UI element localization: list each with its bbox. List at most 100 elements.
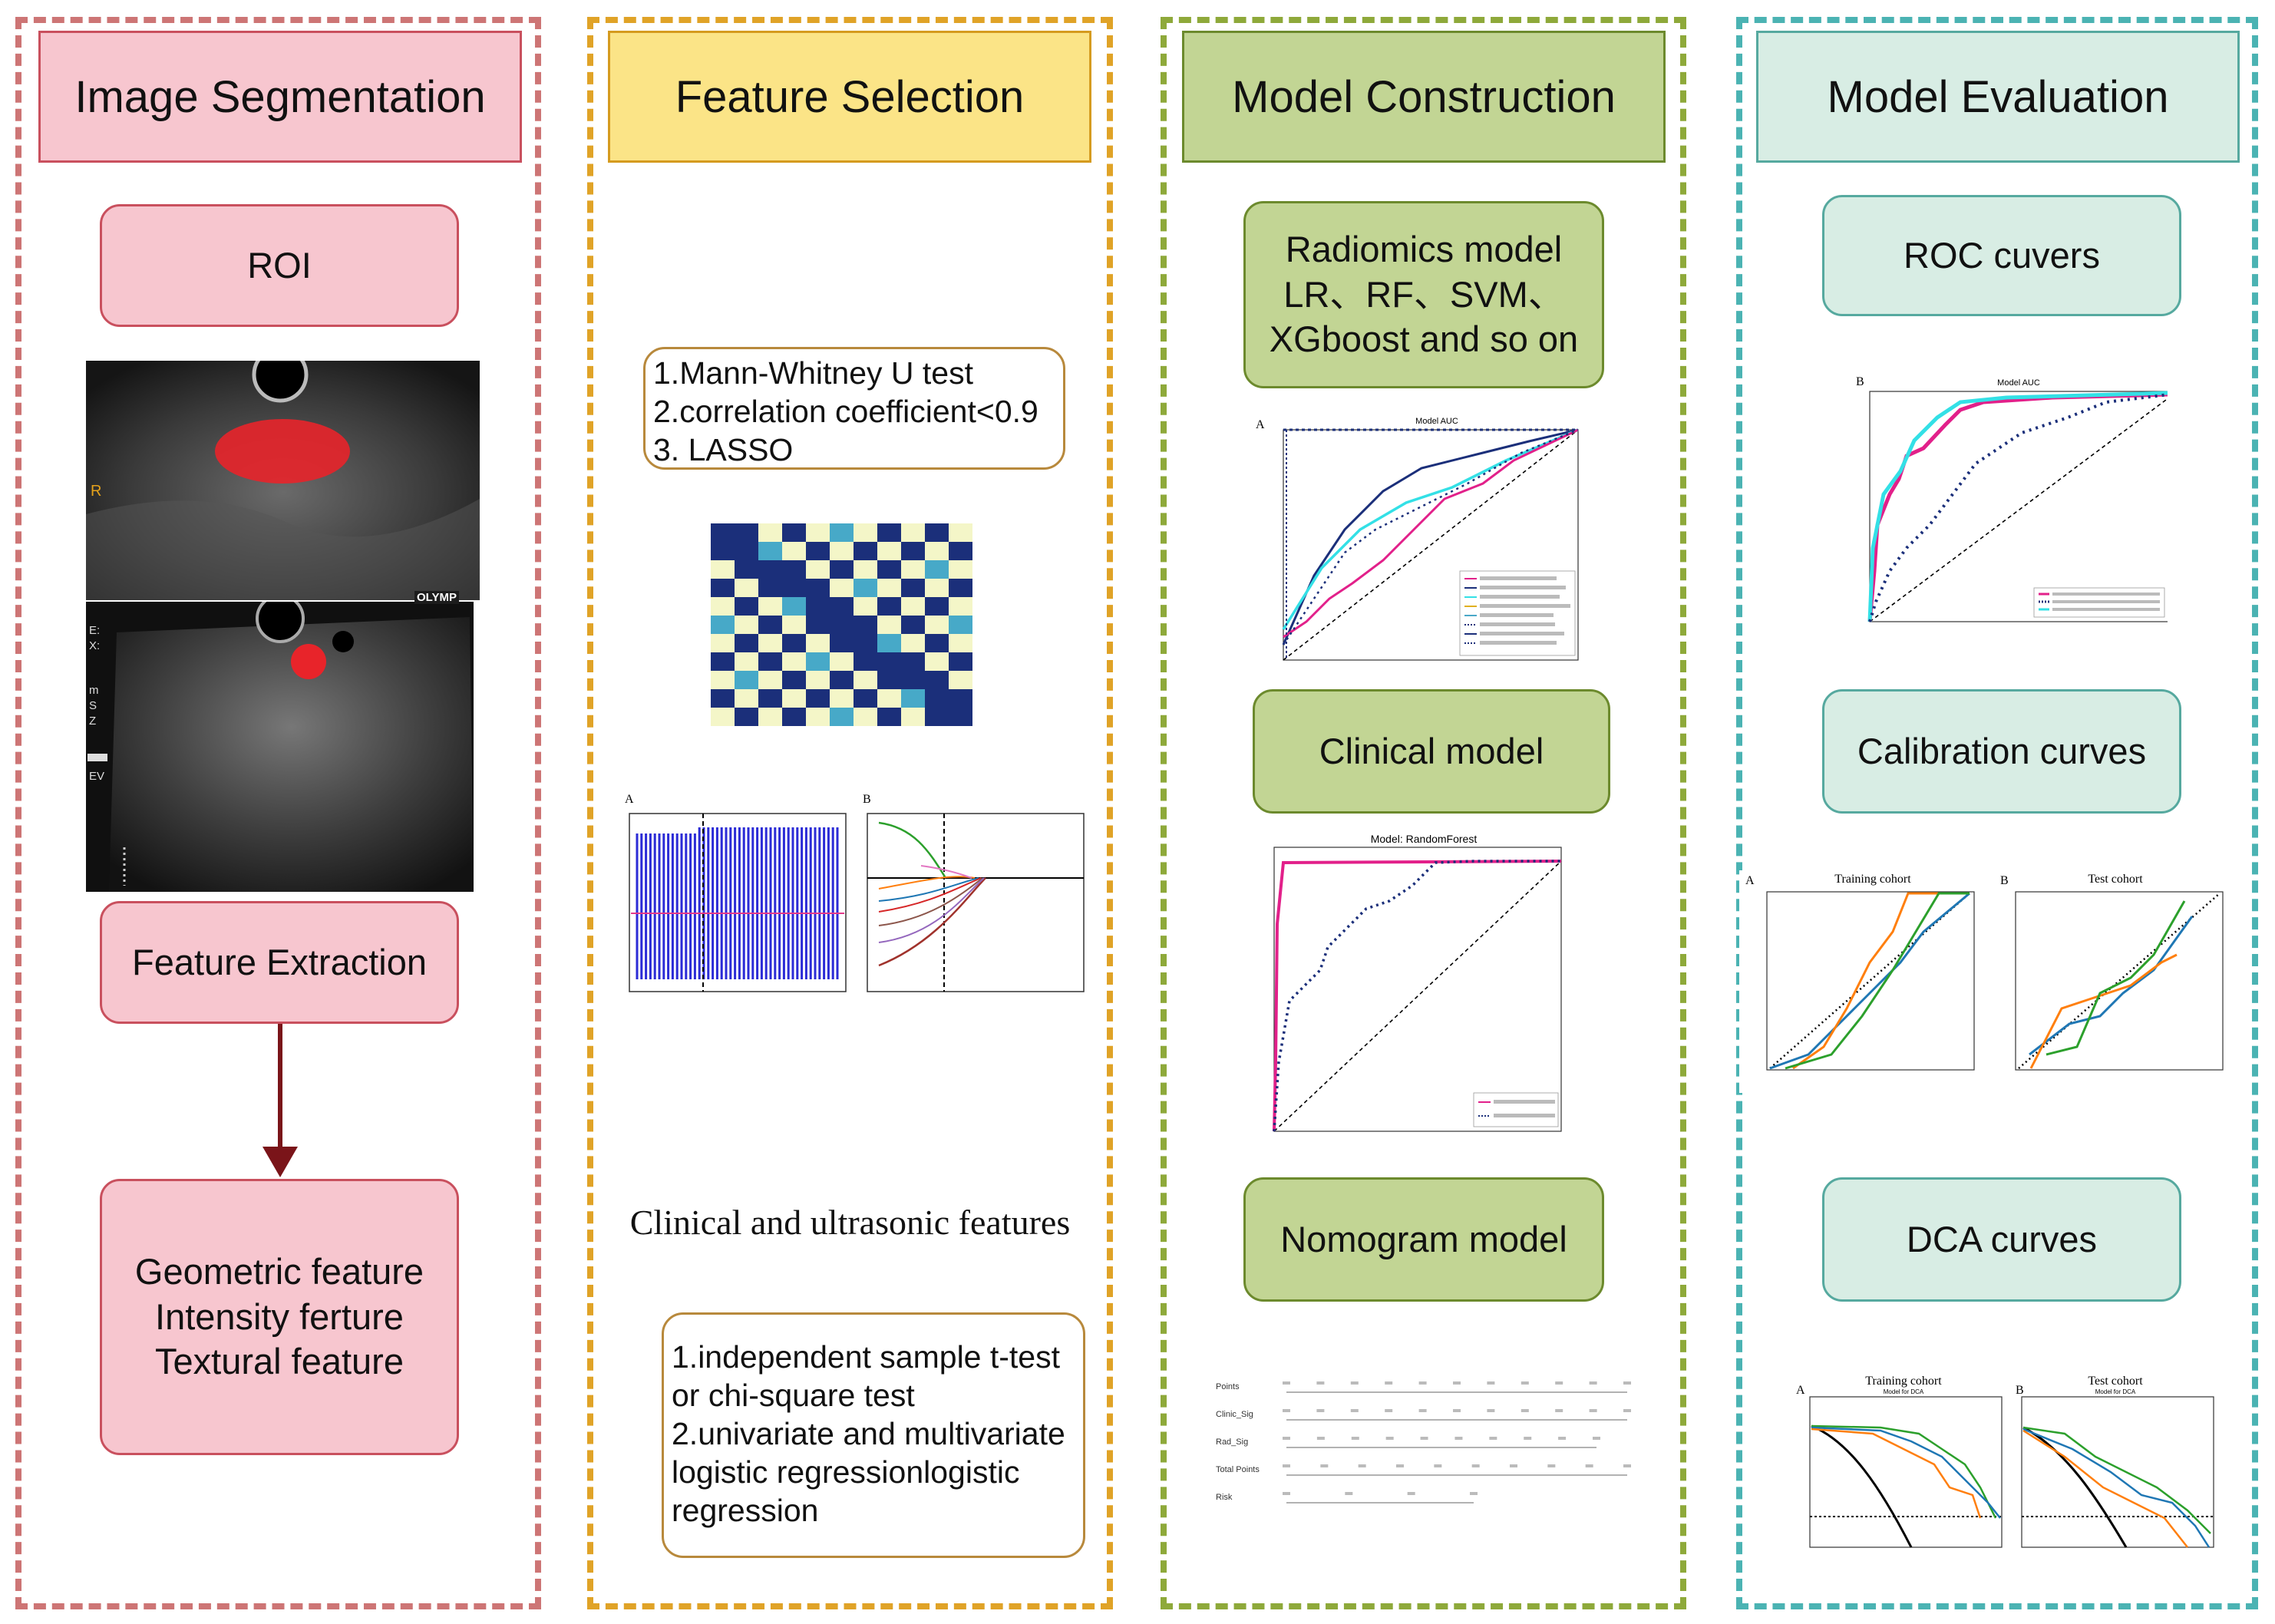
heatmap-cell [925,671,949,689]
nomogram-tick [1420,1437,1428,1440]
nomogram-tick [1489,1437,1497,1440]
nomogram-tick [1350,1409,1359,1412]
heatmap-cell [735,634,758,652]
nomogram-tick [1316,1381,1325,1385]
calib-title-test: Test cohort [2088,873,2143,886]
heatmap-cell [758,542,782,560]
nomogram-tick [1316,1437,1325,1440]
heatmap-cell [711,652,735,671]
calibration-charts: A Training cohort B Test cohort [1739,870,2230,1093]
heatmap-cell [711,597,735,616]
nomogram-tick [1316,1409,1325,1412]
us-side-label: X: [89,639,100,652]
heatmap-cell [758,597,782,616]
roi-mask-top [215,419,350,484]
nomogram-tick [1623,1464,1631,1467]
model-auc-chart: A Model AUC [1253,414,1587,671]
nomogram-tick [1385,1381,1393,1385]
roi-box: ROI [100,204,459,327]
heatmap-cell [877,597,901,616]
heatmap-cell [877,652,901,671]
nomogram-tick [1558,1437,1567,1440]
nomogram-tick [1453,1381,1461,1385]
heatmap-cell [782,652,806,671]
heatmap-cell [949,708,972,726]
heatmap-cell [711,523,735,542]
heatmap-cell [830,616,854,634]
heatmap-cell [925,579,949,597]
column-feature-selection [587,17,1113,1609]
heatmap-cell [877,523,901,542]
roc-curves-box: ROC cuvers [1822,195,2181,316]
roc-chart-title: Model AUC [1997,378,2040,388]
nomogram-tick [1487,1381,1495,1385]
nomogram-tick [1555,1409,1563,1412]
heatmap-cell [711,708,735,726]
us-brand-label: OLYMP [414,591,459,604]
heatmap-cell [711,616,735,634]
arrow-down [262,1024,298,1177]
heatmap-cell [830,634,854,652]
heatmap-cell [806,634,830,652]
us-side-label: m [89,684,99,697]
heatmap-cell [877,689,901,708]
roc-panel-letter: B [1856,375,1864,388]
column-image-segmentation [15,17,541,1609]
clinical-ultrasonic-label: Clinical and ultrasonic features [629,1203,1071,1242]
nomogram-tick [1593,1437,1600,1440]
heatmap-cell [711,560,735,579]
header-image-segmentation: Image Segmentation [38,31,522,163]
heatmap-cell [854,689,877,708]
heatmap-cell [877,616,901,634]
heatmap-cell [758,689,782,708]
nomogram-tick [1434,1464,1442,1467]
heatmap-cell [830,597,854,616]
heatmap-cell [901,542,925,560]
selection-steps-top: 1.Mann-Whitney U test 2.correlation coef… [643,347,1065,470]
feature-types-box: Geometric feature Intensity ferture Text… [100,1179,459,1455]
heatmap-cell [735,708,758,726]
nomogram-tick [1385,1437,1394,1440]
heatmap-cell [854,597,877,616]
nomogram-tick [1283,1409,1290,1412]
heatmap-cell [925,634,949,652]
calibration-curves-box: Calibration curves [1822,689,2181,814]
heatmap-cell [830,652,854,671]
heatmap-cell [806,542,830,560]
nomogram-tick [1547,1464,1556,1467]
heatmap-cell [830,579,854,597]
dca-curves-box: DCA curves [1822,1177,2181,1302]
heatmap-cell [830,708,854,726]
model-auc-chart-b: B Model AUC [1853,371,2170,640]
heatmap-cell [806,560,830,579]
heatmap-cell [854,542,877,560]
nomogram-tick [1623,1381,1631,1385]
ultrasound-image-bottom: E: X: m S Z EV [86,602,474,892]
heatmap-cell [711,579,735,597]
heatmap-cell [925,708,949,726]
heatmap-cell [901,652,925,671]
nomogram-tick [1623,1409,1631,1412]
heatmap-cell [901,597,925,616]
heatmap-cell [758,652,782,671]
heatmap-cell [782,597,806,616]
heatmap-cell [877,671,901,689]
heatmap-cell [782,708,806,726]
nomogram-tick [1470,1492,1478,1495]
nomogram-tick [1350,1381,1359,1385]
heatmap-cell [949,634,972,652]
heatmap-cell [758,708,782,726]
nomogram-tick [1521,1409,1529,1412]
nomogram-tick [1555,1381,1563,1385]
heatmap-cell [806,671,830,689]
heatmap-cell [830,542,854,560]
heatmap-cell [925,560,949,579]
heatmap-cell [711,689,735,708]
heatmap-cell [925,689,949,708]
heatmap-cell [782,523,806,542]
heatmap-cell [949,689,972,708]
random-forest-roc-chart: Model: RandomForest [1243,832,1573,1154]
heatmap-cell [711,542,735,560]
heatmap-cell [806,689,830,708]
heatmap-cell [901,634,925,652]
